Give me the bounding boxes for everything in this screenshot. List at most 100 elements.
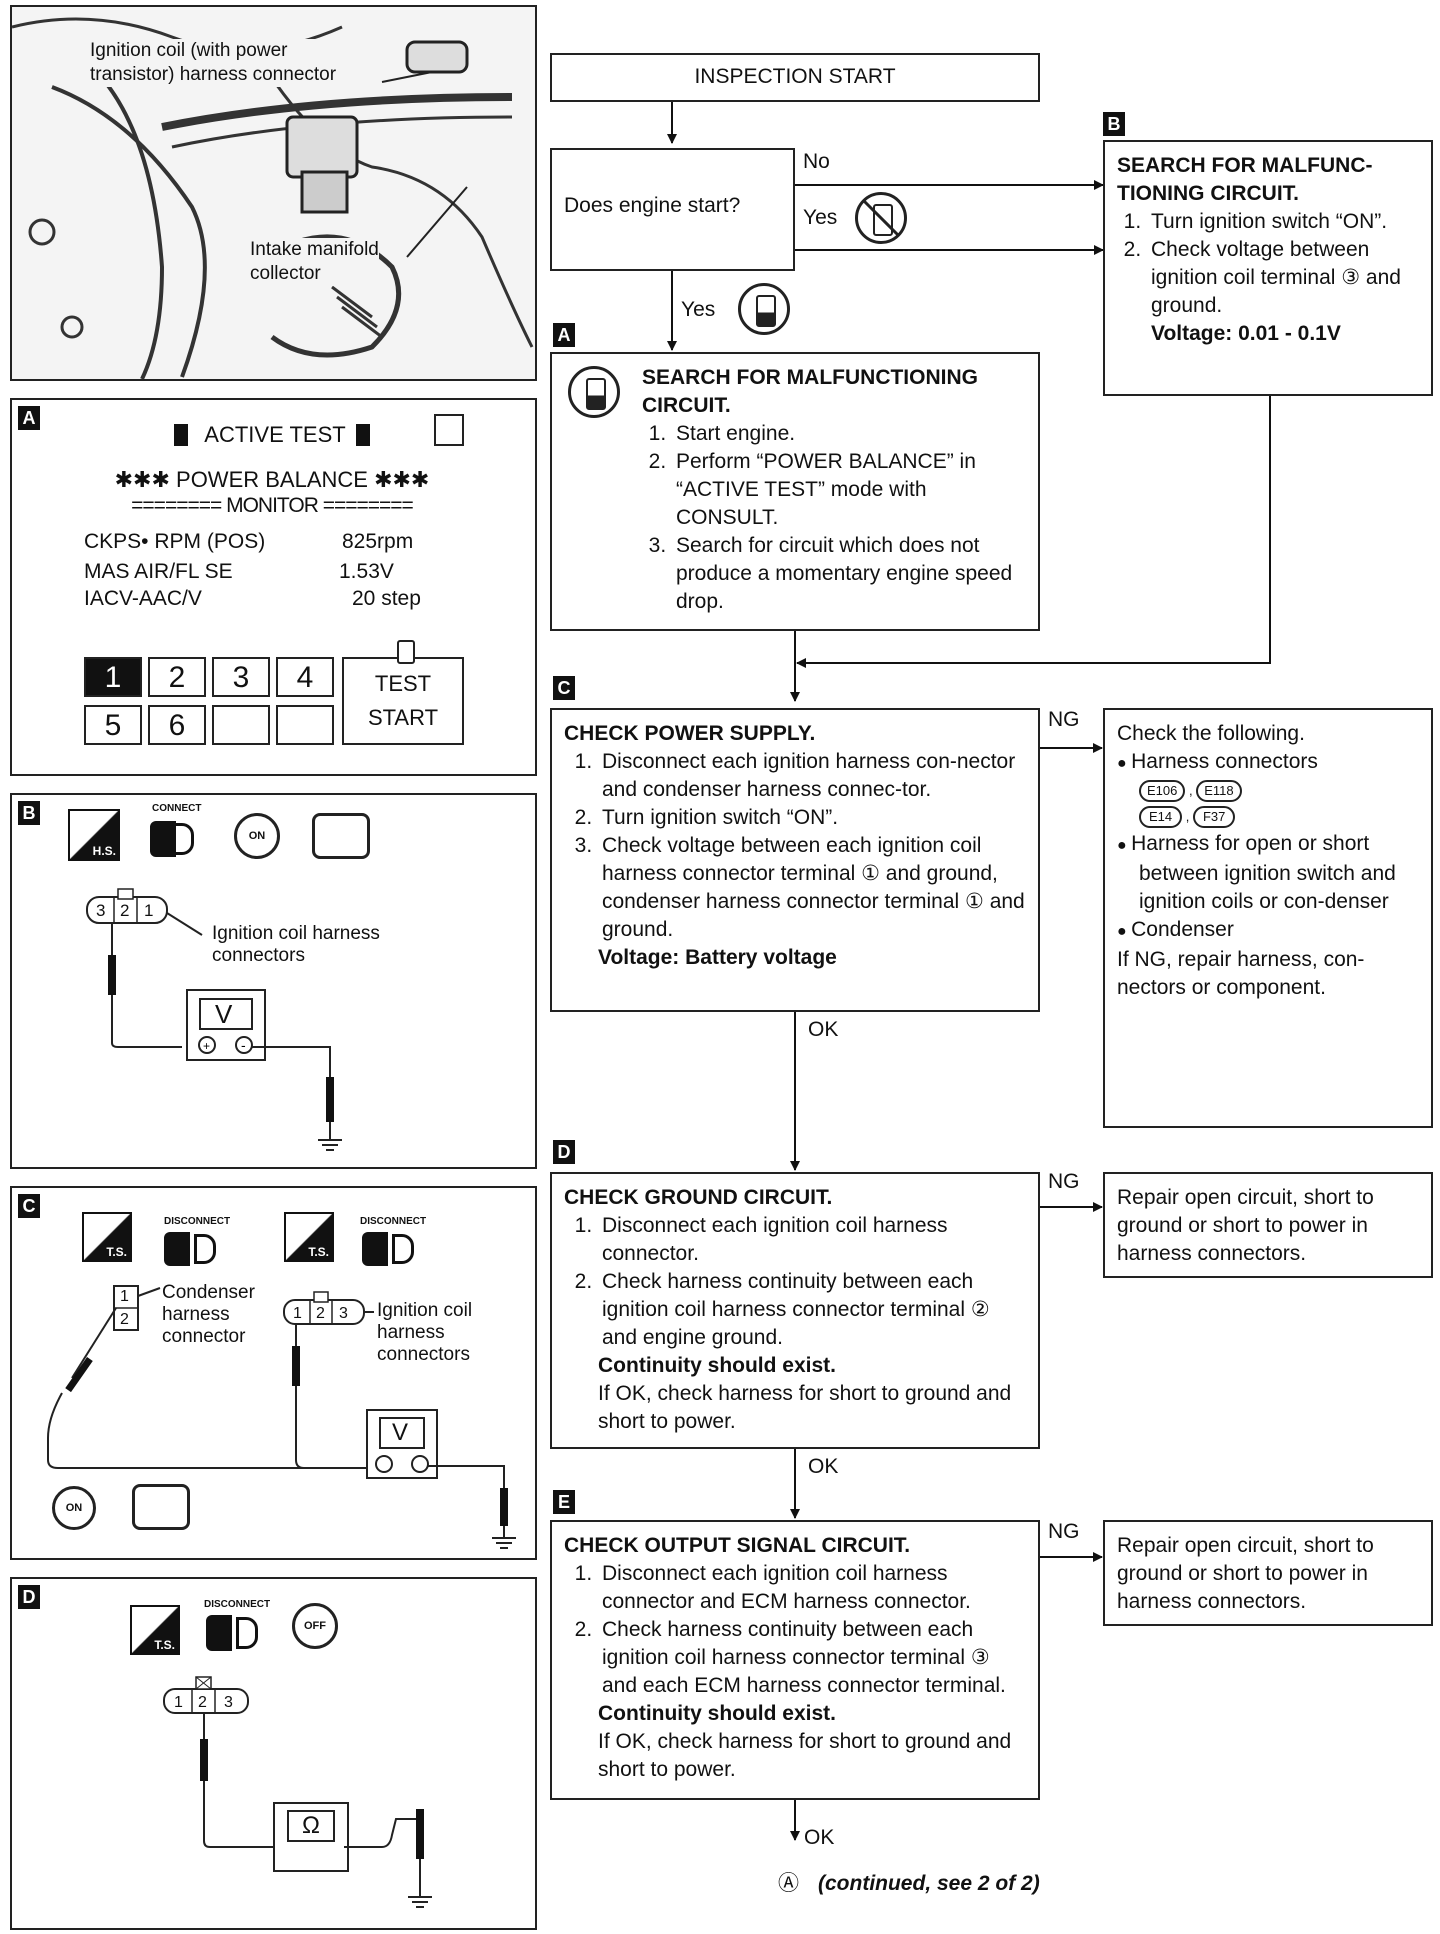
continued-note[interactable]: (continued, see 2 of 2): [818, 1872, 1040, 1895]
continuity-check-panel-d: D T.S. DISCONNECT OFF 1 2 3 Ω: [10, 1577, 537, 1930]
pin-2: 2: [120, 901, 130, 920]
panel-a-tag: A: [18, 406, 40, 430]
ok-label: OK: [808, 1455, 839, 1478]
svg-text:-: -: [241, 1037, 246, 1053]
test-label: TEST: [374, 671, 432, 696]
tester-sign-icon: T.S.: [82, 1212, 132, 1262]
box-b-step: Check voltage between ignition coil term…: [1147, 236, 1419, 320]
test-start-button[interactable]: TEST START: [342, 657, 464, 745]
panel-d-wiring: [163, 1676, 432, 1908]
finger-pointer-icon: [397, 640, 415, 664]
box-e-title: CHECK OUTPUT SIGNAL CIRCUIT.: [564, 1534, 911, 1557]
cylinder-key-blank[interactable]: [276, 705, 334, 745]
cylinder-key-4[interactable]: 4: [276, 657, 334, 697]
ts-label: T.S.: [308, 1245, 329, 1259]
hs-label: H.S.: [92, 844, 116, 858]
box-a-step: Perform “POWER BALANCE” in “ACTIVE TEST”…: [672, 448, 1026, 532]
coil-pin-2: 2: [198, 1694, 207, 1711]
box-d-title: CHECK GROUND CIRCUIT.: [564, 1186, 833, 1209]
ng-label: NG: [1048, 1170, 1080, 1193]
ignition-key-on-icon: ON: [234, 813, 280, 859]
disconnect-plug-icon: [362, 1232, 418, 1268]
panel-c-tag: C: [18, 1194, 40, 1218]
voltage-check-panel-b: B H.S. CONNECT ON + - 3 2 1 Ignition coi…: [10, 793, 537, 1169]
disconnect-label: DISCONNECT: [204, 1599, 271, 1610]
connector-badges: E106 , E118 E14 , F37: [1139, 778, 1419, 830]
check-power-supply-box: CHECK POWER SUPPLY. Disconnect each igni…: [550, 708, 1040, 1012]
consult-icon: [568, 366, 620, 418]
monitor-row-name: CKPS• RPM (POS): [84, 530, 266, 553]
monitor-row-name: MAS AIR/FL SE: [84, 560, 233, 583]
box-a-step: Start engine.: [672, 420, 1026, 448]
active-test-label: ACTIVE TEST: [204, 422, 346, 447]
power-balance-title: ✱✱✱ POWER BALANCE ✱✱✱: [114, 467, 430, 492]
coil-pin-3: 3: [224, 1694, 233, 1711]
continued-marker: Ⓐ: [778, 1872, 799, 1895]
box-b-title: SEARCH FOR MALFUNC-TIONING CIRCUIT.: [1117, 154, 1373, 205]
check-output-signal-box: CHECK OUTPUT SIGNAL CIRCUIT. Disconnect …: [550, 1520, 1040, 1800]
check-following-outro: If NG, repair harness, con-nectors or co…: [1117, 948, 1365, 999]
connect-label: CONNECT: [152, 803, 202, 814]
box-c-step: Turn ignition switch “ON”.: [598, 804, 1026, 832]
cylinder-key-3[interactable]: 3: [212, 657, 270, 697]
coil-pin-3: 3: [339, 1305, 348, 1322]
engine-start-question-box: Does engine start?: [550, 148, 795, 271]
connector-badge: E118: [1196, 780, 1242, 802]
search-malfunction-box-b: SEARCH FOR MALFUNC-TIONING CIRCUIT. Turn…: [1103, 140, 1433, 396]
box-c-spec: Voltage: Battery voltage: [598, 946, 837, 969]
box-b-step: Turn ignition switch “ON”.: [1147, 208, 1419, 236]
ok-label: OK: [808, 1018, 839, 1041]
tester-sign-icon: T.S.: [130, 1605, 180, 1655]
ng-item-text: Harness connectors: [1131, 750, 1318, 773]
repair-text: Repair open circuit, short to ground or …: [1117, 1534, 1374, 1613]
cylinder-key-5[interactable]: 5: [84, 705, 142, 745]
ng-item: Harness connectors E106 , E118 E14 , F37: [1131, 748, 1419, 830]
box-d-step: Check harness continuity between each ig…: [598, 1268, 1026, 1352]
condenser-pin-1: 1: [120, 1288, 129, 1305]
box-d-tag: D: [553, 1140, 575, 1164]
connector-badge: E14: [1139, 806, 1183, 828]
panel-d-tag: D: [18, 1585, 40, 1609]
cylinder-key-6[interactable]: 6: [148, 705, 206, 745]
pin-3: 3: [96, 901, 106, 920]
engine-photo-panel: Ignition coil (with power transistor) ha…: [10, 5, 537, 381]
inspection-start-label: INSPECTION START: [694, 65, 896, 88]
engine-icon: [312, 813, 370, 859]
repair-box-d: Repair open circuit, short to ground or …: [1103, 1172, 1433, 1278]
repair-text: Repair open circuit, short to ground or …: [1117, 1186, 1374, 1265]
box-e-step: Check harness continuity between each ig…: [598, 1616, 1026, 1700]
box-e-note: If OK, check harness for short to ground…: [598, 1730, 1012, 1781]
ignition-key-on-icon: ON: [52, 1486, 96, 1530]
panel-c-wiring: [47, 1285, 516, 1549]
coil-pin-1: 1: [293, 1305, 302, 1322]
box-c-step: Check voltage between each ignition coil…: [598, 832, 1026, 944]
tester-sign-icon: T.S.: [284, 1212, 334, 1262]
box-a-tag: A: [553, 323, 575, 347]
ohmmeter-label: Ω: [302, 1812, 320, 1839]
intake-manifold-label: Intake manifold collector: [250, 238, 379, 286]
monitor-separator: ======== MONITOR ========: [131, 494, 414, 517]
connector-badge: E106: [1139, 780, 1186, 802]
box-e-tag: E: [553, 1490, 575, 1514]
ng-item: Condenser: [1131, 916, 1419, 946]
condenser-connector-label: Condenser harness connector: [162, 1282, 255, 1347]
box-e-spec: Continuity should exist.: [598, 1702, 837, 1725]
ng-label: NG: [1048, 708, 1080, 731]
monitor-row-name: IACV-AAC/V: [84, 587, 202, 610]
cylinder-key-1[interactable]: 1: [84, 657, 142, 697]
box-c-step: Disconnect each ignition harness con-nec…: [598, 748, 1026, 804]
disconnect-label: DISCONNECT: [360, 1216, 427, 1227]
monitor-row-value: 825rpm: [342, 530, 414, 553]
box-c-title: CHECK POWER SUPPLY.: [564, 722, 816, 745]
voltmeter-v-label: V: [392, 1419, 409, 1446]
box-a-step: Search for circuit which does not produc…: [672, 532, 1026, 616]
box-a-title: SEARCH FOR MALFUNCTIONING CIRCUIT.: [642, 366, 978, 417]
cylinder-key-blank[interactable]: [212, 705, 270, 745]
cylinder-key-2[interactable]: 2: [148, 657, 206, 697]
disconnect-plug-icon: [206, 1615, 262, 1653]
ignition-coil-connector-label: Ignition coil harness connectors: [377, 1300, 473, 1365]
pin-1: 1: [144, 901, 154, 920]
ng-label: NG: [1048, 1520, 1080, 1543]
box-e-step: Disconnect each ignition coil harness co…: [598, 1560, 1026, 1616]
